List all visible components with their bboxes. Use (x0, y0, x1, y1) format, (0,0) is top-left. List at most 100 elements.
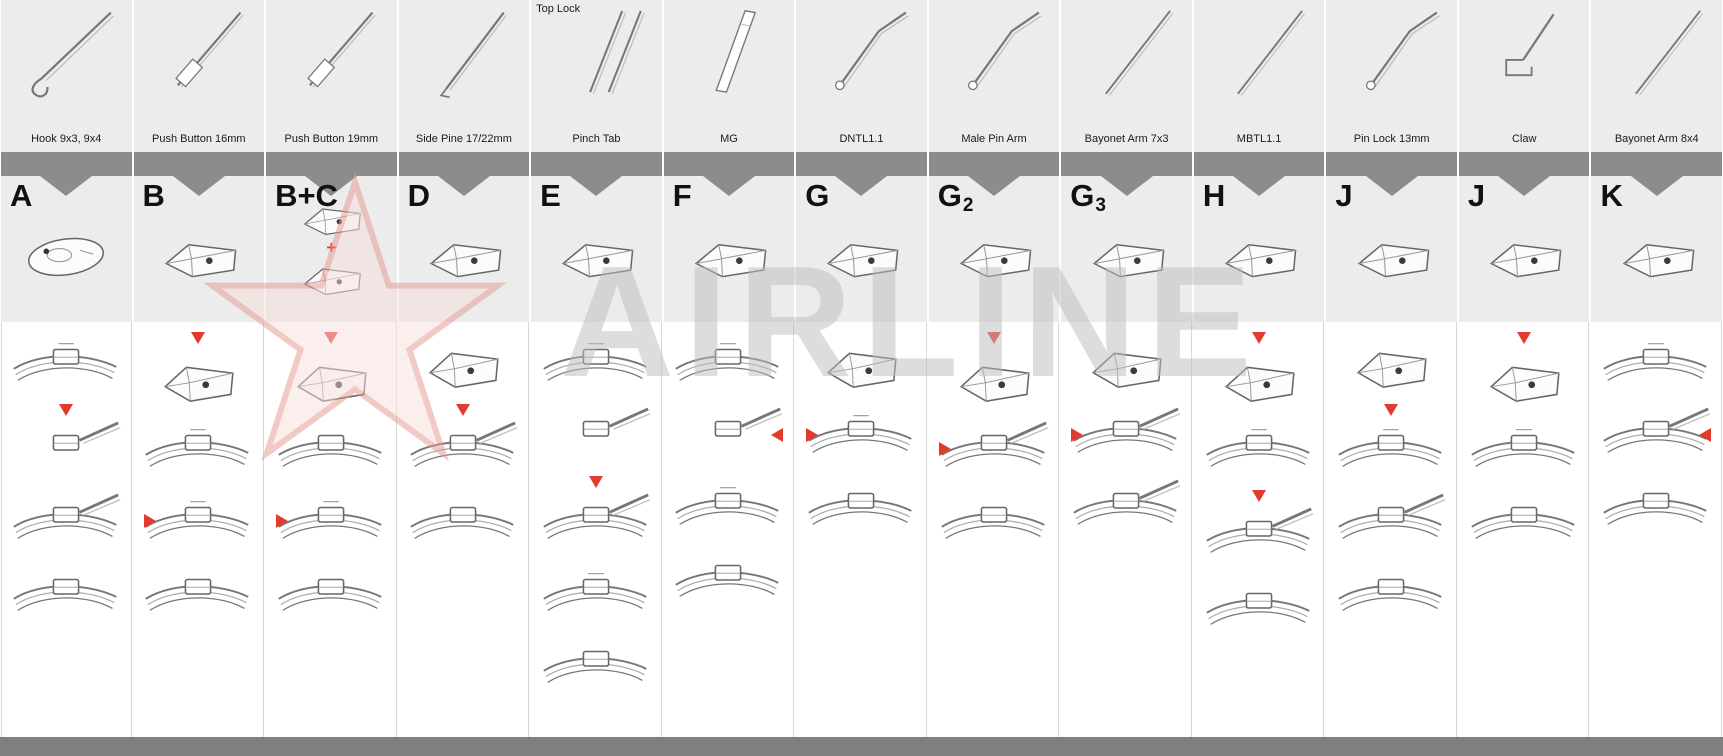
adapter-letter-main: A (10, 178, 33, 213)
step-illustration (1065, 476, 1187, 538)
adapter-cell: G (796, 176, 927, 322)
arm-type-label: Pinch Tab (572, 133, 621, 146)
step-art-blade-adapter (538, 562, 654, 624)
arm-type-label: Push Button 16mm (152, 133, 246, 146)
adapter-letter-main: D (407, 178, 430, 213)
adapter-illustration (1340, 226, 1444, 286)
adapter-illustration (288, 194, 374, 242)
arm-type-label: Male Pin Arm (961, 133, 1027, 146)
step-illustration (668, 548, 790, 610)
step-illustration (6, 404, 127, 480)
step-art-blade-adapter (1201, 418, 1317, 480)
step-art-blade-adapter (670, 476, 786, 538)
red-arrow-down-icon (1251, 490, 1266, 502)
red-arrow-down-icon (588, 476, 603, 488)
step-art-blade-adapter (8, 332, 124, 394)
red-arrow-left-icon (771, 428, 784, 442)
step-illustration (535, 476, 657, 552)
step-art-arm (8, 418, 124, 480)
arm-type-label: MBTL1.1 (1236, 133, 1282, 146)
adapter-letter-main: J (1467, 178, 1486, 213)
step-art-blade-adapter (1333, 418, 1449, 480)
installation-steps (663, 322, 795, 737)
arm-illustration-long-icon (1072, 4, 1182, 104)
step-art-arm-blade (1201, 504, 1317, 566)
arm-illustration-double-icon (541, 4, 651, 104)
band-notch-arrow-icon (1498, 176, 1551, 196)
adapter-cell: F (663, 176, 795, 322)
arm-type-label: Bayonet Arm 7x3 (1084, 133, 1169, 146)
arm-type-label: Bayonet Arm 8x4 (1614, 133, 1699, 146)
step-illustration (1330, 562, 1452, 624)
step-art-blade (140, 562, 256, 624)
step-art-blade-adapter (1466, 418, 1582, 480)
band-notch-arrow-icon (172, 176, 225, 196)
step-art-adapter (936, 346, 1052, 408)
step-illustration (270, 562, 392, 624)
adapter-cell: A (1, 176, 132, 322)
adapter-cell: D (398, 176, 530, 322)
step-art-blade-adapter (1598, 332, 1714, 394)
step-art-blade-adapter (538, 332, 654, 394)
step-art-blade (1598, 476, 1714, 538)
adapter-letter-main: G (1070, 178, 1095, 213)
step-illustration (1330, 332, 1452, 394)
step-art-blade-adapter (140, 490, 256, 552)
adapter-letter-sub: 2 (962, 195, 974, 216)
adapter-letter: G (805, 178, 829, 214)
adapter-cell: K (1591, 176, 1722, 322)
step-illustration (6, 490, 127, 552)
band-notch-arrow-icon (835, 176, 888, 196)
step-illustration (933, 418, 1055, 480)
red-arrow-down-icon (323, 332, 338, 344)
step-art-arm-blade (1598, 404, 1714, 466)
adapter-cell: J (1458, 176, 1590, 322)
arm-type-label: DNTL1.1 (839, 133, 884, 146)
step-art-blade (936, 490, 1052, 552)
step-illustration (1065, 332, 1187, 394)
adapter-letter: J (1468, 178, 1485, 214)
step-illustration (1463, 490, 1585, 552)
step-illustration (535, 404, 657, 466)
step-art-adapter (803, 332, 919, 394)
step-illustration (933, 490, 1055, 552)
installation-steps (133, 322, 265, 737)
arm-illustration-straight-icon (409, 4, 519, 104)
step-illustration (1198, 490, 1320, 566)
step-illustration (1595, 332, 1717, 394)
divider-band (796, 152, 927, 176)
adapter-illustration-pair: + (288, 194, 374, 302)
adapter-letter-main: J (1335, 178, 1353, 213)
step-illustration (6, 562, 127, 624)
installation-steps (1326, 322, 1457, 737)
step-art-blade-adapter (803, 404, 919, 466)
step-illustration (1198, 332, 1320, 408)
arm-illustration-bent-icon (1337, 4, 1447, 104)
arm-type-cell: DNTL1.1 (796, 0, 927, 152)
adapter-illustration (147, 226, 251, 286)
step-art-blade (1201, 576, 1317, 638)
step-art-adapter (1466, 346, 1582, 408)
step-illustration (1595, 476, 1717, 538)
step-art-adapter (1201, 346, 1317, 408)
step-illustration (1595, 404, 1717, 466)
band-notch-arrow-icon (1100, 176, 1153, 196)
adapter-illustration (1075, 226, 1179, 286)
arm-type-cell: Bayonet Arm 8x4 (1591, 0, 1722, 152)
divider-band (531, 152, 662, 176)
divider-band (1326, 152, 1457, 176)
step-illustration (535, 634, 657, 696)
step-illustration (1330, 490, 1452, 552)
arm-type-label: Push Button 19mm (284, 133, 379, 146)
adapter-illustration (288, 254, 374, 302)
arm-type-cell: Push Button 19mm (266, 0, 397, 152)
arm-top-note: Top Lock (536, 3, 581, 15)
adapter-illustration (14, 226, 118, 286)
step-illustration (1330, 404, 1452, 480)
step-art-arm-blade (538, 490, 654, 552)
